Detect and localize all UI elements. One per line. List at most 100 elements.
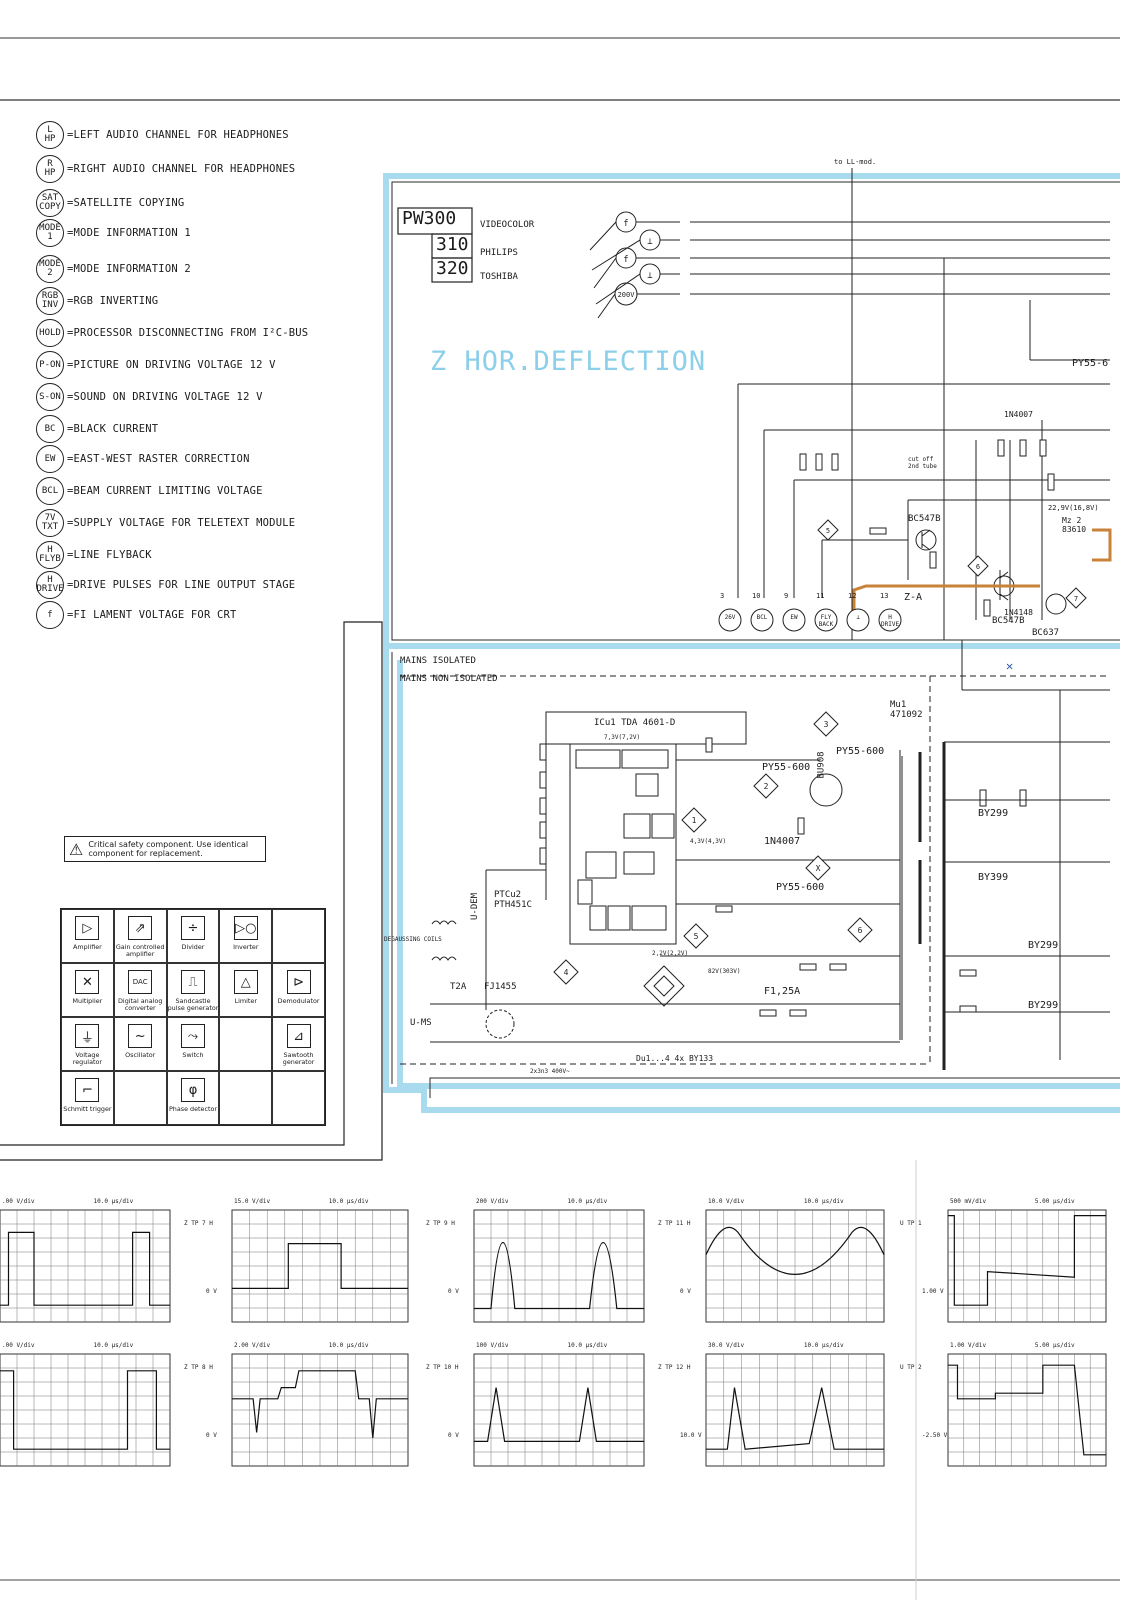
block-symbol-icon: ✕ xyxy=(75,970,100,994)
legend-row: R HP=RIGHT AUDIO CHANNEL FOR HEADPHONES xyxy=(36,154,295,184)
oscillogram xyxy=(947,1353,1107,1467)
symbol-cell: △ Limiter xyxy=(219,963,273,1017)
v22-label: 2,2V(2,2V) xyxy=(652,950,689,957)
legend-row: RGB INV=RGB INVERTING xyxy=(36,286,158,316)
legend-row: MODE 1=MODE INFORMATION 1 xyxy=(36,218,191,248)
legend-text: =SOUND ON DRIVING VOLTAGE 12 V xyxy=(67,391,263,403)
legend-symbol: BCL xyxy=(36,477,64,505)
block-symbol-icon: ⤳ xyxy=(180,1024,205,1048)
block-symbol-label: Phase detector xyxy=(168,1105,218,1113)
h-drive-line xyxy=(852,528,1112,620)
mu1-label: Mu1 471092 xyxy=(890,700,923,720)
section-title: Z HOR.DEFLECTION xyxy=(430,346,707,377)
legend-text: =PICTURE ON DRIVING VOLTAGE 12 V xyxy=(67,359,276,371)
legend-row: H DRIVE=DRIVE PULSES FOR LINE OUTPUT STA… xyxy=(36,570,295,600)
legend-text: =FI LAMENT VOLTAGE FOR CRT xyxy=(67,609,237,621)
legend-symbol: H DRIVE xyxy=(36,571,64,599)
block-symbol-label: Oscillator xyxy=(125,1051,156,1059)
svg-text:1: 1 xyxy=(692,816,697,825)
connector-label: ⊥ xyxy=(856,614,860,621)
symbol-cell xyxy=(272,909,325,963)
legend-text: =LINE FLYBACK xyxy=(67,549,152,561)
by299-label-3: BY299 xyxy=(1028,1000,1059,1011)
ptc-label: PTCu2 PTH451C xyxy=(494,890,532,910)
py55-label-1: PY55-600 xyxy=(836,746,885,757)
oscillogram xyxy=(473,1209,645,1323)
waveform-trace xyxy=(948,1364,1106,1456)
to-ll-mod-label: to LL-mod. xyxy=(834,158,877,166)
block-symbol-icon: ⌐ xyxy=(75,1078,100,1102)
legend-row: 7V TXT=SUPPLY VOLTAGE FOR TELETEXT MODUL… xyxy=(36,508,295,538)
block-symbol-label: Inverter xyxy=(233,943,259,951)
by299-label-1: BY299 xyxy=(978,808,1009,819)
waveform-trace xyxy=(706,1387,884,1450)
diode-label-3: 1N4148 xyxy=(1004,608,1033,617)
mains-non-isolated-label: MAINS NON ISOLATED xyxy=(400,674,498,684)
svg-text:5: 5 xyxy=(826,527,830,535)
by133-label: Du1...4 4x BY133 xyxy=(636,1054,714,1063)
oscillogram xyxy=(947,1209,1107,1323)
legend-text: =BLACK CURRENT xyxy=(67,423,159,435)
legend-symbol: R HP xyxy=(36,155,64,183)
legend-symbol: BC xyxy=(36,415,64,443)
legend-text: =BEAM CURRENT LIMITING VOLTAGE xyxy=(67,485,263,497)
legend-row: SAT COPY=SATELLITE COPYING xyxy=(36,188,184,218)
legend-row: P-ON=PICTURE ON DRIVING VOLTAGE 12 V xyxy=(36,350,276,380)
fuse-label: F1,25A xyxy=(764,986,801,997)
py55-label-3: PY55-600 xyxy=(776,882,825,893)
waveform-trace xyxy=(0,1231,170,1306)
legend-symbol: S-ON xyxy=(36,383,64,411)
block-symbol-icon: △ xyxy=(233,970,258,994)
block-symbol-label: Schmitt trigger xyxy=(63,1105,112,1113)
degaussing-label: DEGAUSSING COILS xyxy=(384,936,442,943)
legend-row: MODE 2=MODE INFORMATION 2 xyxy=(36,254,191,284)
test-point-label: Z TP 8 H xyxy=(184,1364,213,1371)
legend-symbol: f xyxy=(36,601,64,629)
legend-symbol: RGB INV xyxy=(36,287,64,315)
volts-per-div: 1.00 V/div xyxy=(950,1342,987,1349)
svg-text:200V: 200V xyxy=(618,291,636,299)
symbol-cell: ⌐ Schmitt trigger xyxy=(61,1071,114,1125)
legend-symbol: P-ON xyxy=(36,351,64,379)
legend-symbol: L HP xyxy=(36,121,64,149)
block-symbol-label: Amplifier xyxy=(73,943,102,951)
block-symbol-icon: ▷○ xyxy=(233,916,258,940)
legend-symbol: HOLD xyxy=(36,319,64,347)
block-symbol-label: Divider xyxy=(181,943,205,951)
time-per-div: 5.00 µs/div xyxy=(1034,1198,1075,1205)
py55-label-2: PY55-600 xyxy=(762,762,811,773)
legend-text: =RIGHT AUDIO CHANNEL FOR HEADPHONES xyxy=(67,163,296,175)
symbol-cell: ÷Divider xyxy=(166,909,220,963)
volts-per-div: .00 V/div xyxy=(2,1342,35,1349)
legend-row: L HP=LEFT AUDIO CHANNEL FOR HEADPHONES xyxy=(36,120,289,150)
oscillogram xyxy=(705,1209,885,1323)
connector-label: BCL xyxy=(756,614,768,621)
legend-symbol: 7V TXT xyxy=(36,509,64,537)
waveform-trace xyxy=(948,1215,1106,1306)
legend-text: =LEFT AUDIO CHANNEL FOR HEADPHONES xyxy=(67,129,289,141)
legend-symbol: MODE 1 xyxy=(36,219,64,247)
test-point-label: U TP 1 xyxy=(900,1220,922,1227)
svg-text:6: 6 xyxy=(858,926,863,935)
time-per-div: 10.0 µs/div xyxy=(93,1342,134,1349)
oscillogram xyxy=(231,1353,409,1467)
symbol-table: ▷Amplifier⇗Gain controlled amplifier÷Div… xyxy=(60,908,326,1126)
symbol-cell: ▷Amplifier xyxy=(61,909,114,963)
block-symbol-icon: ⏚ xyxy=(75,1024,100,1048)
block-symbol-icon: ⊳ xyxy=(286,970,311,994)
block-symbol-label: Demodulator xyxy=(277,997,320,1005)
block-symbol-label: Limiter xyxy=(234,997,257,1005)
waveform-trace xyxy=(474,1387,644,1442)
block-symbol-icon: ⊿ xyxy=(286,1024,311,1048)
zero-level-label: 0 V xyxy=(448,1432,459,1440)
zero-level-label: 1.00 V xyxy=(922,1288,944,1296)
svg-text:⊥: ⊥ xyxy=(647,237,653,247)
u-dem-label: U-DEM xyxy=(470,892,480,920)
block-symbol-icon: φ xyxy=(180,1078,205,1102)
symbol-cell: ⤳Switch xyxy=(166,1017,220,1071)
v43-label: 4,3V(4,3V) xyxy=(690,838,727,845)
volts-per-div: 500 mV/div xyxy=(950,1198,987,1205)
legend-row: H FLYB=LINE FLYBACK xyxy=(36,540,152,570)
test-point-label: Z TP 12 H xyxy=(658,1364,691,1371)
